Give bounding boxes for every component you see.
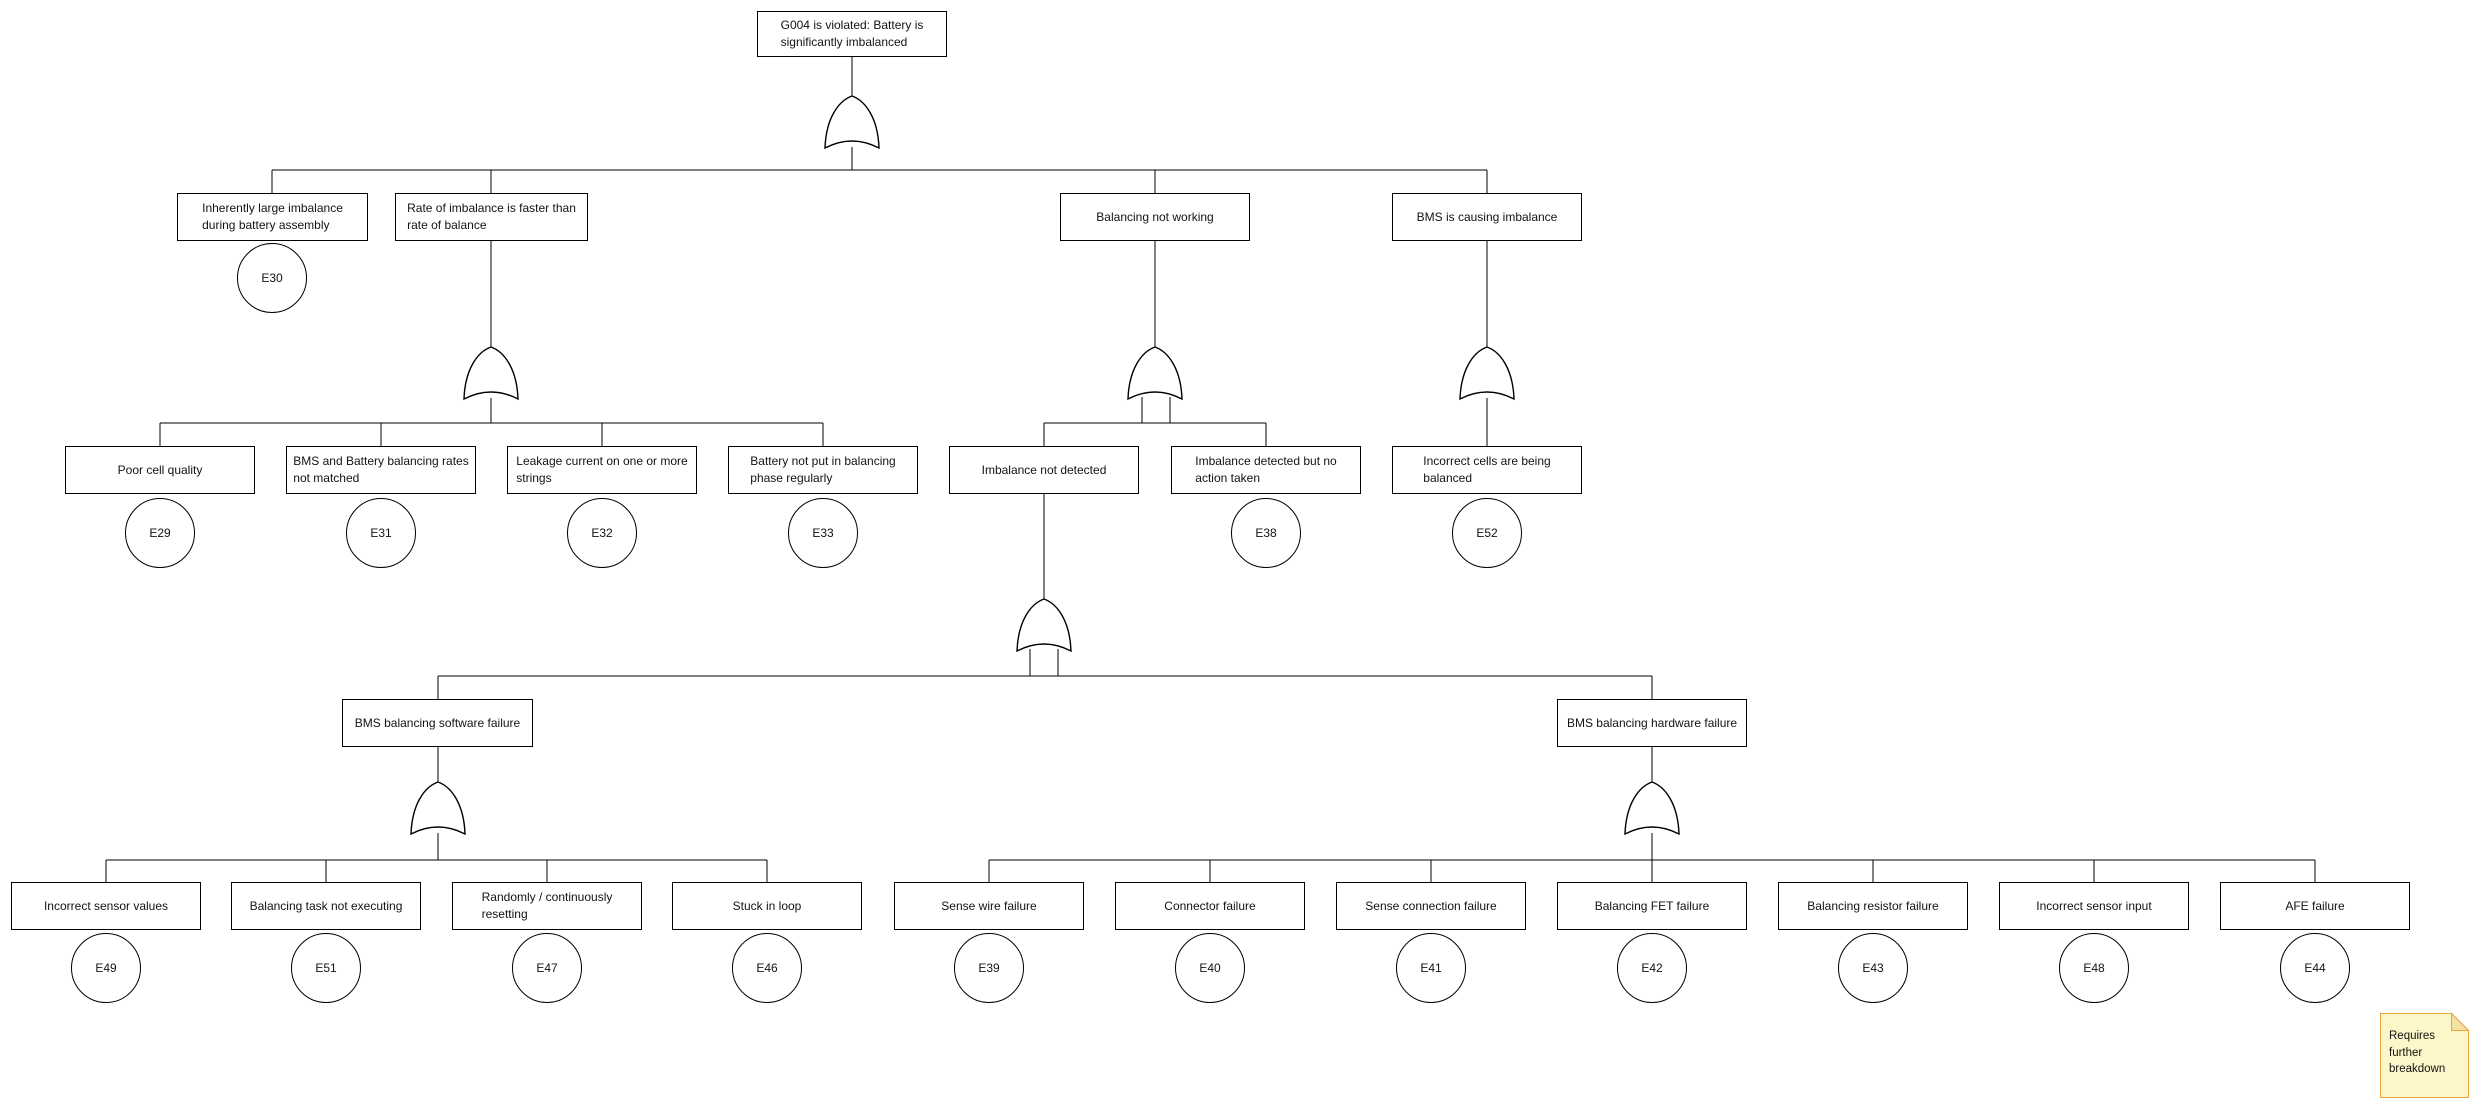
sticky-note-text: Requires further breakdown (2389, 1030, 2446, 1075)
node-leakage-current: Leakage current on one or more strings (507, 446, 697, 494)
event-e47: E47 (512, 933, 582, 1003)
event-e40: E40 (1175, 933, 1245, 1003)
event-e48: E48 (2059, 933, 2129, 1003)
node-inherent-imbalance: Inherently large imbalance during batter… (177, 193, 368, 241)
sticky-note-body (2380, 1013, 2469, 1098)
event-e33: E33 (788, 498, 858, 568)
node-stuck-in-loop: Stuck in loop (672, 882, 862, 930)
or-gates (410, 95, 1680, 836)
node-balancing-resistor-failure: Balancing resistor failure (1778, 882, 1968, 930)
node-poor-cell-quality: Poor cell quality (65, 446, 255, 494)
event-e29: E29 (125, 498, 195, 568)
event-e31: E31 (346, 498, 416, 568)
node-balancing-task-not-executing: Balancing task not executing (231, 882, 421, 930)
event-e46: E46 (732, 933, 802, 1003)
event-e44: E44 (2280, 933, 2350, 1003)
event-e38: E38 (1231, 498, 1301, 568)
event-e43: E43 (1838, 933, 1908, 1003)
node-sense-wire-failure: Sense wire failure (894, 882, 1084, 930)
event-e39: E39 (954, 933, 1024, 1003)
sticky-note-shape (2380, 1012, 2470, 1098)
or-gate-imbalance-not-detected (1016, 598, 1072, 653)
node-hardware-failure: BMS balancing hardware failure (1557, 699, 1747, 747)
or-gate-software-failure (410, 781, 466, 836)
node-rate-of-imbalance: Rate of imbalance is faster than rate of… (395, 193, 588, 241)
node-connector-failure: Connector failure (1115, 882, 1305, 930)
node-battery-not-put: Battery not put in balancing phase regul… (728, 446, 918, 494)
or-gate-hardware-failure (1624, 781, 1680, 836)
or-gate-rate-of-imbalance (463, 346, 519, 401)
event-e42: E42 (1617, 933, 1687, 1003)
node-imbalance-not-detected: Imbalance not detected (949, 446, 1139, 494)
node-afe-failure: AFE failure (2220, 882, 2410, 930)
node-balancing-fet-failure: Balancing FET failure (1557, 882, 1747, 930)
or-gate-top-event (824, 95, 880, 150)
node-incorrect-sensor-input: Incorrect sensor input (1999, 882, 2189, 930)
node-randomly-resetting: Randomly / continuously resetting (452, 882, 642, 930)
or-gate-bms-causing-imbalance (1459, 346, 1515, 401)
node-software-failure: BMS balancing software failure (342, 699, 533, 747)
event-e32: E32 (567, 498, 637, 568)
sticky-note-fold (2451, 1012, 2470, 1031)
event-e49: E49 (71, 933, 141, 1003)
node-imbalance-no-action: Imbalance detected but no action taken (1171, 446, 1361, 494)
node-incorrect-cells: Incorrect cells are being balanced (1392, 446, 1582, 494)
node-rates-not-matched: BMS and Battery balancing rates not matc… (286, 446, 476, 494)
connector-lines (105, 57, 2316, 882)
event-e30: E30 (237, 243, 307, 313)
node-bms-causing-imbalance: BMS is causing imbalance (1392, 193, 1582, 241)
node-top-event-g004: G004 is violated: Battery is significant… (757, 11, 947, 57)
node-balancing-not-working: Balancing not working (1060, 193, 1250, 241)
event-e52: E52 (1452, 498, 1522, 568)
event-e41: E41 (1396, 933, 1466, 1003)
node-incorrect-sensor-values: Incorrect sensor values (11, 882, 201, 930)
event-e51: E51 (291, 933, 361, 1003)
node-sense-connection-failure: Sense connection failure (1336, 882, 1526, 930)
or-gate-balancing-not-working (1127, 346, 1183, 401)
